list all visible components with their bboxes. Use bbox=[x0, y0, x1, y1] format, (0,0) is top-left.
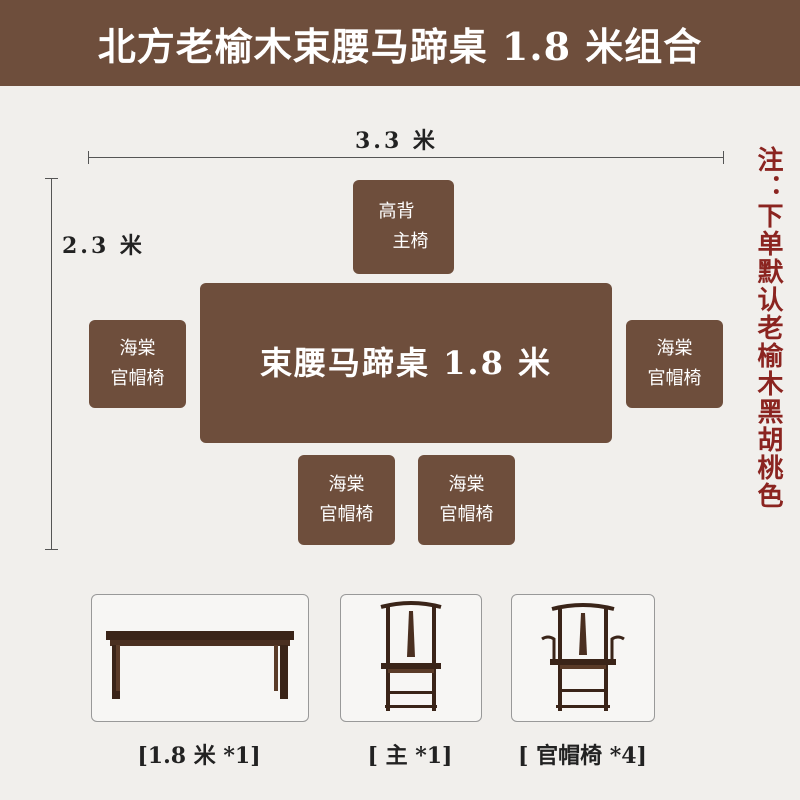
table-box: 束腰马蹄桌 1.8 米 bbox=[200, 283, 612, 443]
armchair-icon bbox=[541, 603, 625, 711]
table-icon bbox=[106, 631, 294, 699]
chair-label-line2: 官帽椅 bbox=[110, 368, 165, 389]
page-title: 北方老榆木束腰马蹄桌 1.8 米组合 bbox=[0, 0, 800, 86]
chair-label-line1: 海棠 bbox=[656, 338, 693, 359]
head-chair-label-line2: 主椅 bbox=[392, 231, 429, 252]
caption-main-chair: [ 主 *1] bbox=[367, 743, 453, 769]
caption-table: [1.8 米 *1] bbox=[137, 743, 261, 769]
chair-label-line1: 海棠 bbox=[448, 474, 485, 495]
caption-armchair: [ 官帽椅 *4] bbox=[518, 743, 647, 769]
product-thumb-main-chair bbox=[340, 594, 482, 722]
head-chair-label-line1: 高背 bbox=[378, 201, 415, 222]
chair-label-line2: 官帽椅 bbox=[647, 368, 702, 389]
chair-label-line1: 海棠 bbox=[119, 338, 156, 359]
chair-box-bottom-left: 海棠 官帽椅 bbox=[298, 455, 395, 545]
depth-label: 2.3 米 bbox=[62, 233, 145, 259]
color-note: 注：下单默认老榆木黑胡桃色 bbox=[753, 146, 783, 510]
product-thumb-table bbox=[91, 594, 309, 722]
width-label: 3.3 米 bbox=[355, 128, 438, 154]
table-label: 束腰马蹄桌 1.8 米 bbox=[260, 344, 552, 382]
chair-box-left: 海棠 官帽椅 bbox=[89, 320, 186, 408]
chair-label-line2: 官帽椅 bbox=[319, 504, 374, 525]
chair-box-bottom-right: 海棠 官帽椅 bbox=[418, 455, 515, 545]
high-back-chair-icon bbox=[380, 601, 442, 711]
width-dimension-line bbox=[88, 151, 724, 164]
chair-box-right: 海棠 官帽椅 bbox=[626, 320, 723, 408]
product-thumb-armchair bbox=[511, 594, 655, 722]
depth-dimension-line bbox=[45, 178, 58, 550]
chair-label-line2: 官帽椅 bbox=[439, 504, 494, 525]
chair-label-line1: 海棠 bbox=[328, 474, 365, 495]
head-chair-box: 高背 主椅 bbox=[353, 180, 454, 274]
